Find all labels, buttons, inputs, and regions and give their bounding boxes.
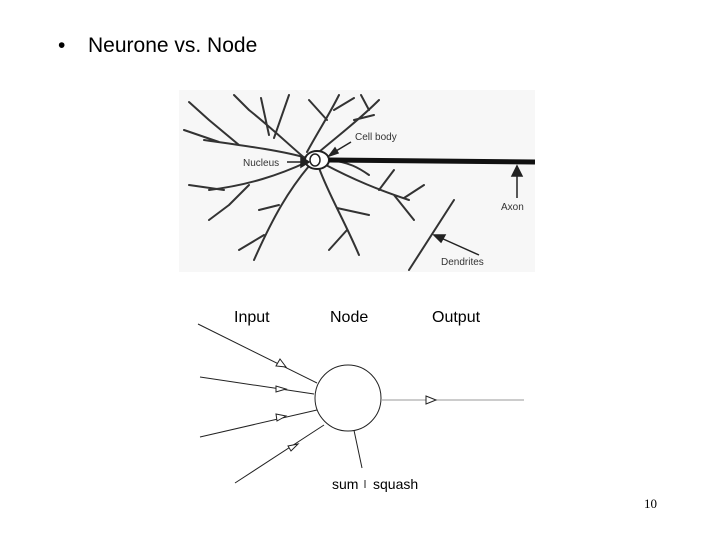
input-arrowhead xyxy=(275,413,288,422)
dendrites-arrow xyxy=(440,237,480,256)
node-diagram: Input Node Output sum squash xyxy=(190,300,530,500)
dendrite-branch xyxy=(318,94,380,153)
dendrite-branch xyxy=(238,165,310,261)
dendrite-branch xyxy=(323,163,425,221)
dendrite-branch xyxy=(188,161,308,221)
nucleus xyxy=(309,153,321,167)
input-arrowhead xyxy=(287,443,300,452)
dendrite-branch xyxy=(306,94,355,153)
label-node: Node xyxy=(330,309,368,326)
input-line xyxy=(197,323,318,384)
input-line xyxy=(234,424,325,484)
input-arrowhead xyxy=(275,358,288,368)
dendrite-line xyxy=(408,199,455,271)
slide-title: Neurone vs. Node xyxy=(88,34,258,57)
dendrite-branch xyxy=(318,167,370,256)
label-input: Input xyxy=(234,309,270,326)
label-dendrites: Dendrites xyxy=(441,257,484,268)
label-axon: Axon xyxy=(501,202,524,213)
label-output: Output xyxy=(432,309,481,326)
title-row: • Neurone vs. Node xyxy=(58,34,257,58)
neuron-drawing: Cell body Nucleus Axon Dendrites xyxy=(183,94,535,271)
dendrites-arrowhead xyxy=(432,234,447,244)
label-squash: squash xyxy=(373,476,418,492)
input-arrowhead xyxy=(275,385,288,393)
axon-line xyxy=(328,157,535,165)
page-number: 10 xyxy=(644,496,657,511)
output-arrowhead xyxy=(425,395,438,405)
input-line xyxy=(199,409,318,438)
node-drawing: Input Node Output sum squash xyxy=(197,309,524,492)
dendrite-branch xyxy=(183,101,308,159)
input-line xyxy=(199,376,315,395)
label-nucleus: Nucleus xyxy=(243,158,279,169)
nucleus-arrowhead xyxy=(300,155,311,169)
bullet-point: • xyxy=(58,34,66,57)
node-circle xyxy=(314,364,382,432)
axon-arrowhead xyxy=(510,164,524,177)
neuron-illustration: Cell body Nucleus Axon Dendrites xyxy=(179,90,535,272)
dendrite-branch xyxy=(233,94,308,161)
cell-body-arrowhead xyxy=(326,146,340,158)
label-cell-body: Cell body xyxy=(355,132,397,143)
label-sum: sum xyxy=(332,476,358,492)
